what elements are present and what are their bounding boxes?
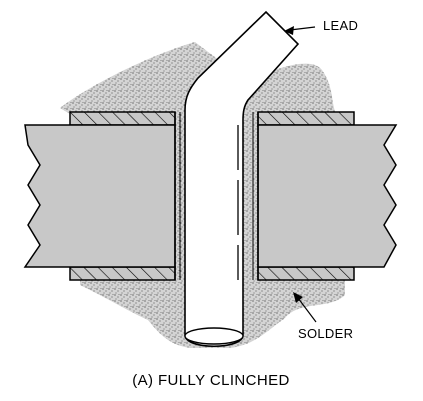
top-pad-left [69,111,176,126]
lead-arrowhead [284,26,294,35]
solder-label: SOLDER [298,326,353,341]
top-pad-right [257,111,355,126]
lead-end [184,327,244,345]
lead-label: LEAD [323,18,358,33]
solder-leader-line [297,297,317,323]
lead-leader-line [289,26,316,31]
board-right [257,124,398,268]
bottom-pad-right [257,266,355,281]
figure-caption: (A) FULLY CLINCHED [132,372,290,389]
solder-arrowhead [293,292,303,303]
component-lead [184,10,300,348]
bottom-pad-left [69,266,176,281]
board-left [23,124,176,268]
